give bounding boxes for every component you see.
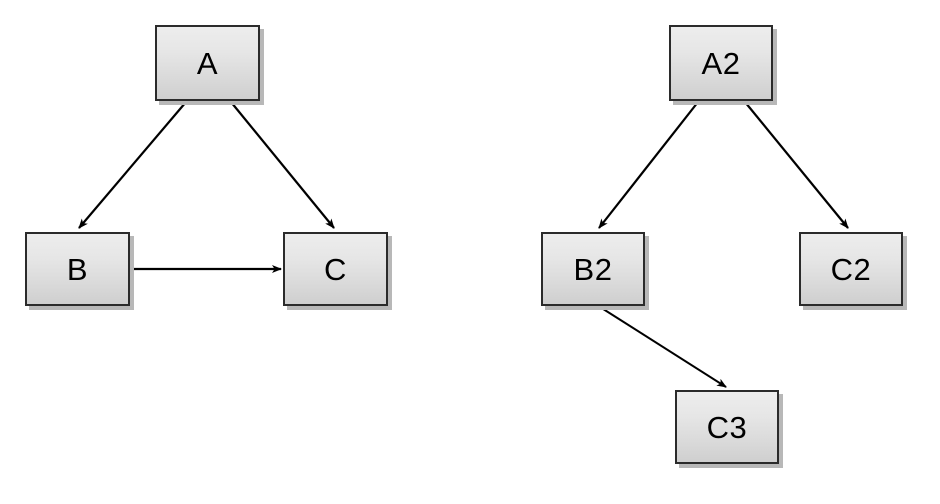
node-a[interactable]: A [155,25,260,101]
node-b2-label: B2 [573,251,613,287]
node-a-label: A [196,45,219,81]
node-c2-label: C2 [830,251,872,287]
edge-a-to-c [230,101,335,229]
node-b-label: B [66,251,89,287]
node-c3-label: C3 [706,409,748,445]
node-a2[interactable]: A2 [669,25,773,101]
edge-a2-to-c2 [744,101,849,229]
node-c[interactable]: C [283,232,388,306]
node-b[interactable]: B [25,232,130,306]
node-a2-label: A2 [701,45,741,81]
node-c3[interactable]: C3 [675,390,779,464]
node-c2[interactable]: C2 [799,232,903,306]
edge-b2-to-c3 [599,306,727,388]
node-b2[interactable]: B2 [541,232,645,306]
edge-a-to-b [78,101,187,229]
edge-a2-to-b2 [598,101,699,229]
node-c-label: C [324,251,347,287]
